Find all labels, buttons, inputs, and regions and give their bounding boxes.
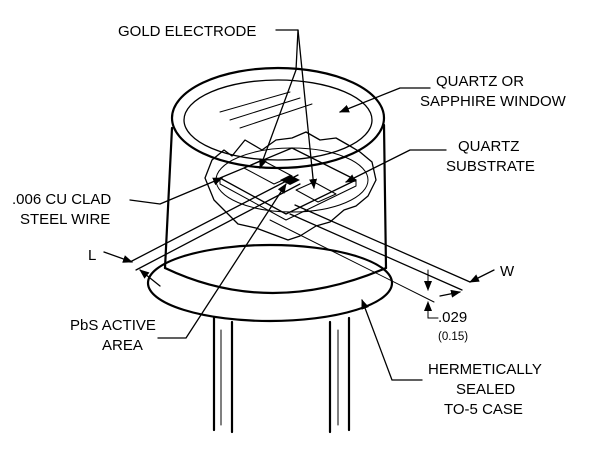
label-case-3: TO-5 CASE: [444, 401, 523, 418]
label-case-1: HERMETICALLY: [428, 361, 542, 378]
wire-left-a: [129, 174, 299, 263]
dim-w-arrow-2: [439, 289, 461, 298]
label-thickness: .029: [438, 309, 467, 326]
steel-wires: [129, 174, 471, 303]
case-bottom-edge: [163, 266, 388, 295]
leader-window: [339, 87, 431, 113]
window-glare-1: [219, 91, 291, 113]
dim-w-arrow: [469, 269, 495, 283]
label-substrate-2: SUBSTRATE: [446, 158, 535, 175]
label-pbs-1: PbS ACTIVE: [70, 317, 156, 334]
dim-l-arrow-2: [139, 269, 161, 287]
cutaway-edge: [204, 131, 377, 241]
lead-left: [212, 316, 234, 434]
lead-right: [328, 316, 351, 434]
label-wire-2: STEEL WIRE: [20, 211, 110, 228]
dim-l-arrow: [103, 251, 133, 263]
gold-electrode-pad-right: [295, 181, 337, 203]
label-dim-l: L: [88, 247, 96, 264]
window-glare-3: [239, 103, 313, 129]
label-thickness-metric: (0.15): [438, 331, 468, 343]
wire-left-b: [135, 183, 301, 271]
leader-gold-electrode-2: [297, 29, 318, 189]
label-gold-electrode: GOLD ELECTRODE: [118, 23, 256, 40]
label-wire-1: .006 CU CLAD: [12, 191, 111, 208]
label-substrate-1: QUARTZ: [458, 138, 519, 155]
case-left-wall: [163, 126, 174, 270]
wire-right-c: [269, 219, 435, 303]
label-case-2: SEALED: [456, 381, 515, 398]
label-window-2: SAPPHIRE WINDOW: [420, 93, 567, 110]
leader-case: [361, 299, 423, 381]
leader-gold-electrode-1: [259, 29, 299, 169]
leaders: [103, 29, 495, 381]
label-dim-w: W: [500, 263, 515, 280]
quartz-substrate: [219, 147, 357, 221]
case-right-wall: [382, 123, 388, 270]
pbs-active-area: [280, 175, 300, 185]
leader-substrate: [345, 149, 447, 183]
wire-right-a: [294, 204, 471, 283]
wire-right-b: [289, 213, 463, 291]
case-flange: [146, 243, 394, 323]
leader-wire: [129, 177, 223, 205]
case-top-rim-inner: [183, 79, 373, 161]
label-pbs-2: AREA: [102, 337, 143, 354]
to5-case: [146, 66, 394, 434]
leader-pbs: [157, 183, 287, 339]
label-window-1: QUARTZ OR: [436, 73, 524, 90]
window-glare-2: [229, 97, 301, 121]
